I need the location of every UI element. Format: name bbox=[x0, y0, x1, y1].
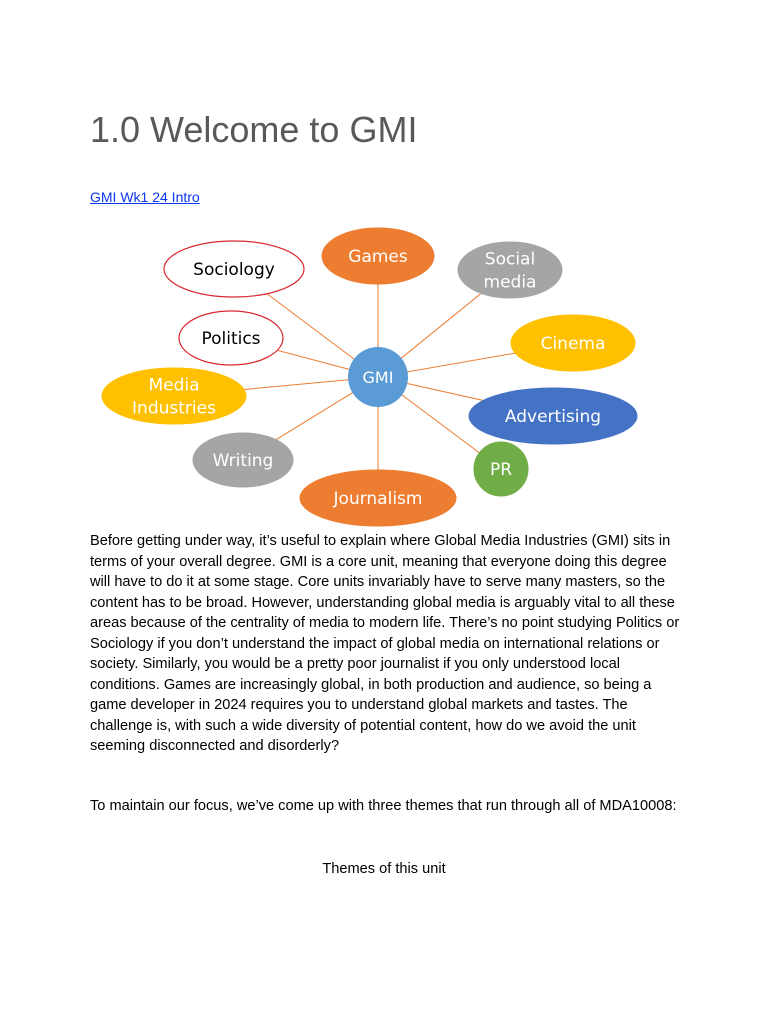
node-social-media-label: Social bbox=[485, 250, 535, 270]
node-cinema-shape bbox=[510, 314, 636, 372]
node-media-industries-label: Media bbox=[148, 376, 199, 396]
node-pr-label: PR bbox=[490, 460, 512, 480]
node-journalism-shape bbox=[299, 469, 457, 527]
node-cinema: Cinema bbox=[510, 314, 636, 372]
node-cinema-label: Cinema bbox=[541, 334, 606, 354]
intro-paragraph: Before getting under way, it’s useful to… bbox=[90, 533, 680, 754]
node-pr: PR bbox=[473, 441, 529, 497]
node-games: Games bbox=[321, 227, 435, 285]
node-journalism-label: Journalism bbox=[333, 489, 423, 509]
focus-paragraph: To maintain our focus, we’ve come up wit… bbox=[90, 798, 677, 814]
node-journalism: Journalism bbox=[299, 469, 457, 527]
center-node-label: GMI bbox=[363, 368, 394, 387]
node-social-media-shape bbox=[457, 241, 563, 299]
node-politics-shape bbox=[178, 310, 284, 366]
node-politics-label: Politics bbox=[201, 329, 260, 349]
node-advertising-label: Advertising bbox=[505, 407, 601, 427]
node-advertising: Advertising bbox=[468, 387, 638, 445]
node-advertising-shape bbox=[468, 387, 638, 445]
node-media-industries-label: Industries bbox=[132, 399, 216, 419]
node-writing-shape bbox=[192, 432, 294, 488]
node-sociology-label: Sociology bbox=[193, 260, 275, 280]
page-title: 1.0 Welcome to GMI bbox=[90, 109, 418, 150]
node-politics: Politics bbox=[178, 310, 284, 366]
themes-caption: Themes of this unit bbox=[322, 861, 446, 877]
node-sociology: Sociology bbox=[163, 240, 305, 298]
center-node: GMI bbox=[348, 347, 408, 407]
node-writing-label: Writing bbox=[213, 451, 274, 471]
node-social-media-label: media bbox=[484, 273, 537, 293]
node-sociology-shape bbox=[163, 240, 305, 298]
node-games-shape bbox=[321, 227, 435, 285]
node-social-media: Social media bbox=[457, 241, 563, 299]
node-games-label: Games bbox=[348, 247, 408, 267]
node-writing: Writing bbox=[192, 432, 294, 488]
node-pr-shape bbox=[473, 441, 529, 497]
node-media-industries-shape bbox=[101, 367, 247, 425]
gmi-intro-link[interactable]: GMI Wk1 24 Intro bbox=[90, 189, 200, 205]
